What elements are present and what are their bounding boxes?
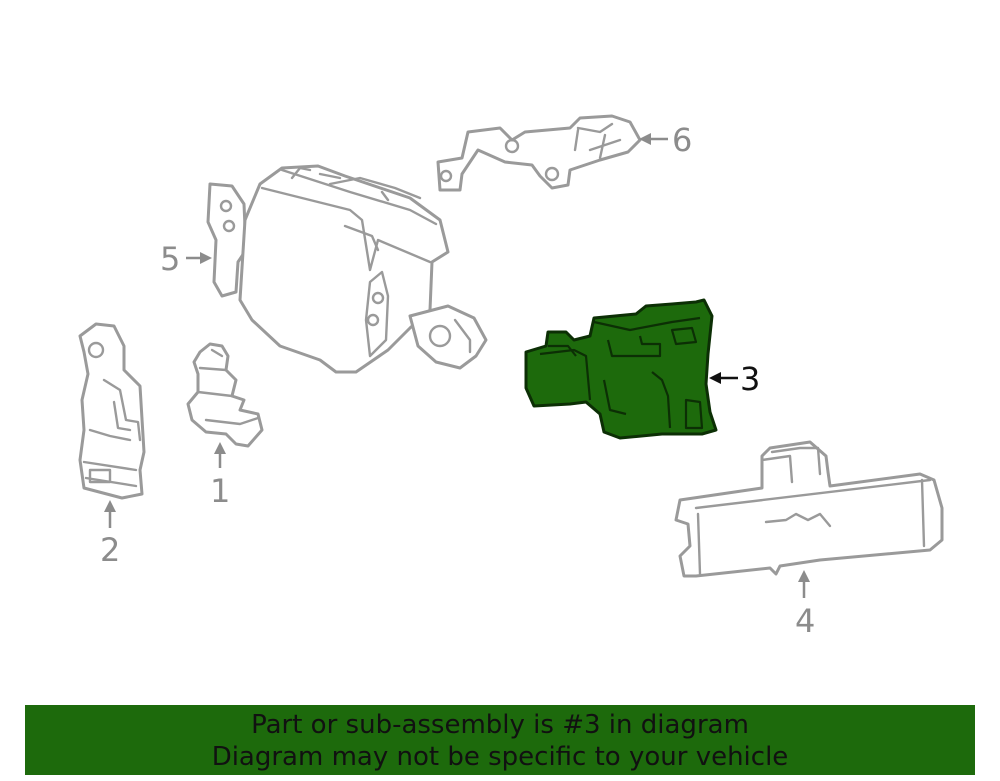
callout-4[interactable]: 4 bbox=[795, 570, 815, 640]
callout-6[interactable]: 6 bbox=[639, 121, 692, 159]
part-2-bracket[interactable] bbox=[78, 322, 146, 500]
callout-3-label: 3 bbox=[740, 360, 760, 398]
banner-line-1: Part or sub-assembly is #3 in diagram bbox=[251, 710, 749, 740]
banner-line-2: Diagram may not be specific to your vehi… bbox=[211, 742, 789, 772]
callout-1-label: 1 bbox=[210, 472, 230, 510]
callout-5-label: 5 bbox=[160, 240, 180, 278]
part-3-highlighted-sensor[interactable] bbox=[524, 298, 718, 440]
callout-5[interactable]: 5 bbox=[160, 240, 212, 278]
info-banner: Part or sub-assembly is #3 in diagram Di… bbox=[25, 705, 975, 775]
callout-4-label: 4 bbox=[795, 602, 815, 640]
callout-6-label: 6 bbox=[672, 121, 692, 159]
callout-2[interactable]: 2 bbox=[100, 500, 120, 569]
part-1-clip[interactable] bbox=[186, 342, 264, 448]
part-4-module[interactable] bbox=[674, 440, 944, 578]
parts-diagram: 6 5 1 2 3 4 bbox=[78, 114, 944, 640]
callout-3[interactable]: 3 bbox=[709, 360, 760, 398]
part-6-bracket[interactable] bbox=[436, 114, 642, 192]
callout-2-label: 2 bbox=[100, 531, 120, 569]
part-5-sensor-unit[interactable] bbox=[206, 164, 488, 374]
callout-1[interactable]: 1 bbox=[210, 442, 230, 510]
